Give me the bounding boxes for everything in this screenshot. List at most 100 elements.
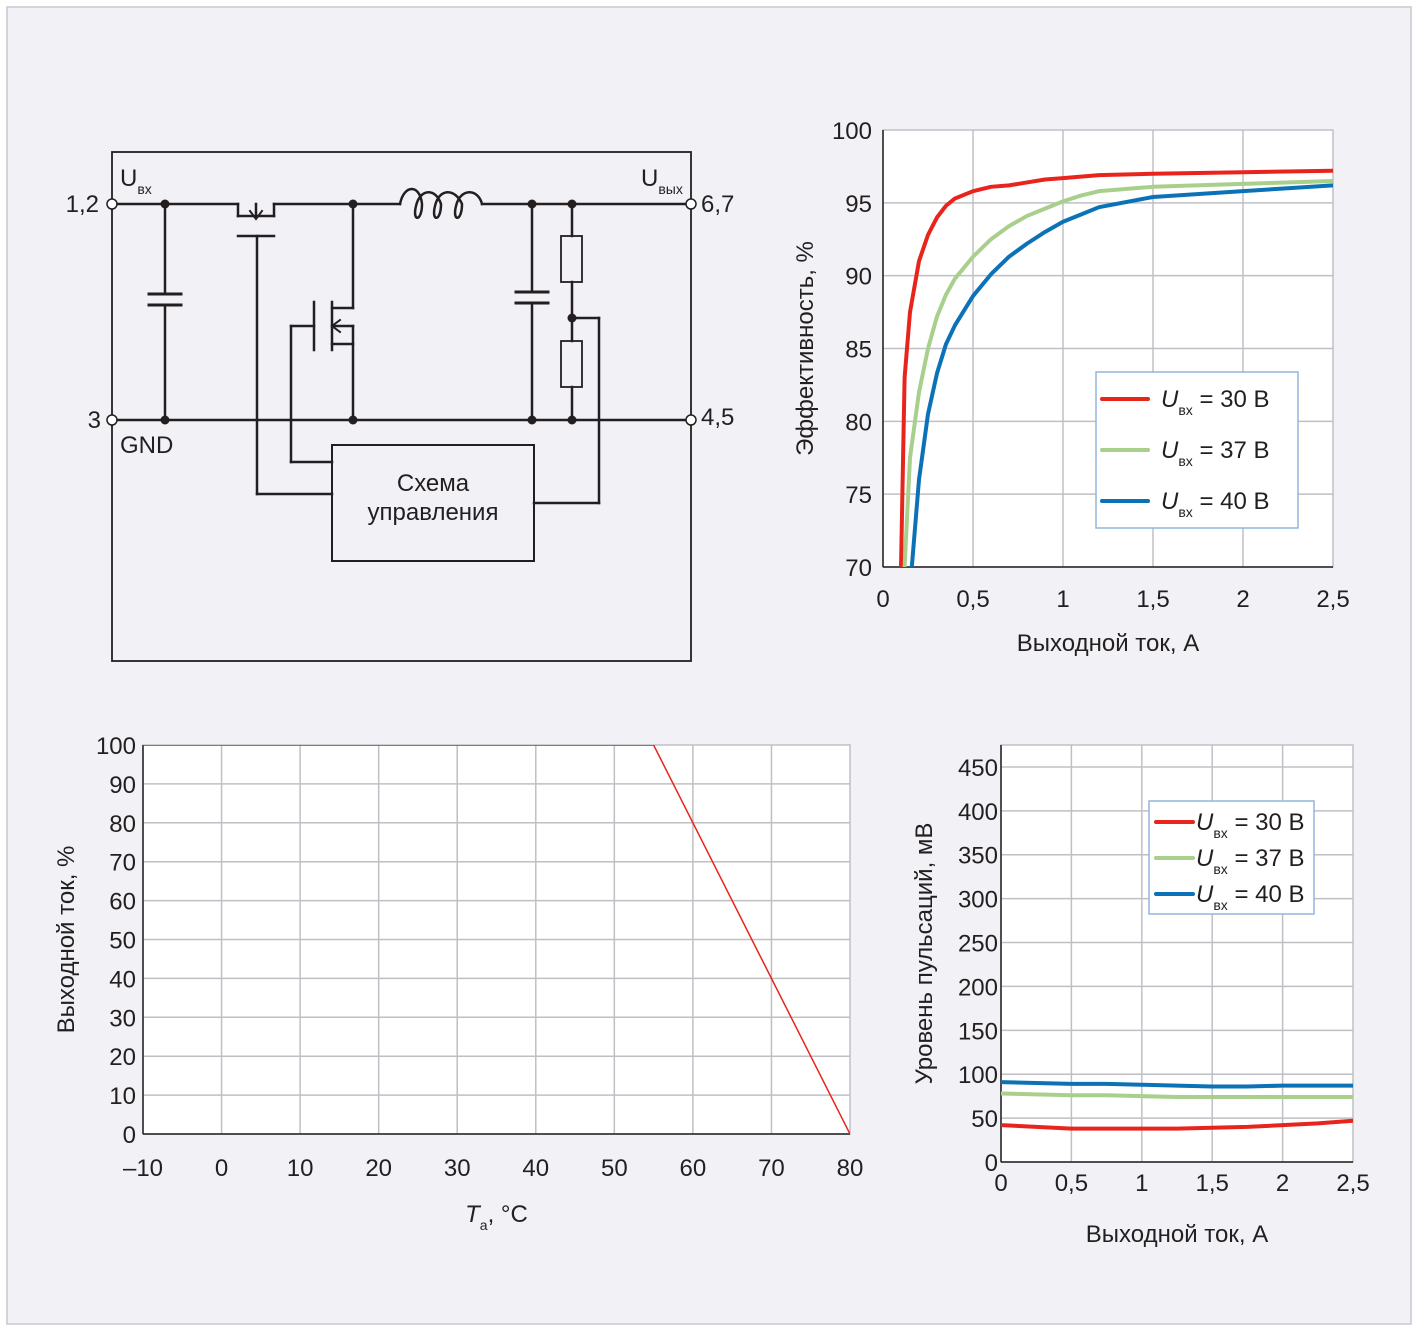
x-tick-label: 70	[758, 1155, 785, 1182]
legend-label-main: U	[1161, 488, 1179, 515]
series-line	[143, 745, 850, 1134]
module-outline	[111, 151, 692, 662]
x-axis-label: Ta, °C	[465, 1201, 528, 1233]
y-tick-label: 300	[958, 887, 998, 914]
y-tick-label: 200	[958, 974, 998, 1001]
y-tick-label: 20	[109, 1044, 136, 1071]
schematic-labels: 1,2 3 6,7 4,5 Uвх Uвых GND Схема управле…	[66, 165, 735, 526]
junction-dot	[527, 415, 537, 425]
x-tick-label: –10	[123, 1155, 163, 1182]
legend-label: Uвх = 40 В	[1161, 488, 1270, 520]
low-side-mosfet-arrow	[330, 318, 342, 334]
junction-dot	[160, 199, 170, 209]
x-tick-label: 10	[287, 1155, 314, 1182]
legend-label: Uвх = 30 В	[1196, 809, 1305, 841]
control-block-label-line1: Схема	[397, 470, 470, 497]
pin-vout-terminal	[685, 198, 697, 210]
vout-label-main: U	[641, 165, 658, 192]
x-tick-label: 80	[837, 1155, 864, 1182]
legend-label-rest: = 40 В	[1228, 881, 1305, 908]
legend-label-sub: вх	[1178, 504, 1192, 520]
pin-gnd-out-terminal	[685, 414, 697, 426]
x-axis-label: Выходной ток, А	[1017, 630, 1199, 657]
control-block	[331, 444, 535, 562]
y-tick-label: 450	[958, 755, 998, 782]
y-tick-label: 350	[958, 843, 998, 870]
y-tick-label: 50	[109, 928, 136, 955]
legend-label-sub: вх	[1213, 861, 1227, 877]
x-tick-label: 0	[994, 1170, 1007, 1197]
series-line	[902, 178, 1333, 567]
y-tick-label: 100	[96, 733, 136, 760]
legend-label-main: U	[1161, 437, 1179, 464]
y-tick-label: 90	[109, 772, 136, 799]
x-tick-label: 1,5	[1136, 586, 1169, 613]
y-tick-label: 80	[109, 811, 136, 838]
y-tick-label: 70	[109, 850, 136, 877]
legend-label-main: U	[1196, 881, 1214, 908]
pin-vin-terminal	[106, 198, 118, 210]
junction-dot	[348, 415, 358, 425]
x-axis-label-sub: a	[480, 1217, 488, 1233]
terminal-pins	[106, 198, 697, 426]
legend-label-rest: = 30 В	[1193, 386, 1270, 413]
x-tick-label: 2,5	[1316, 586, 1349, 613]
legend-label-sub: вх	[1213, 897, 1227, 913]
y-tick-label: 80	[845, 409, 872, 436]
vin-label-main: U	[120, 165, 137, 192]
junction-dot	[567, 415, 577, 425]
x-tick-label: 2	[1236, 586, 1249, 613]
x-tick-label: 1,5	[1196, 1170, 1229, 1197]
series-line	[1001, 1091, 1353, 1100]
y-tick-label: 0	[985, 1150, 998, 1177]
pin-gnd-label: 3	[88, 407, 101, 434]
junction-dot	[567, 313, 577, 323]
junction-dots	[160, 199, 577, 425]
junction-dot	[348, 199, 358, 209]
x-tick-label: 1	[1056, 586, 1069, 613]
legend-label-sub: вх	[1213, 825, 1227, 841]
junction-dot	[567, 199, 577, 209]
y-tick-label: 60	[109, 889, 136, 916]
x-tick-label: 40	[522, 1155, 549, 1182]
junction-dot	[527, 199, 537, 209]
pin-vin-label: 1,2	[66, 191, 99, 218]
x-tick-label: 2,5	[1336, 1170, 1369, 1197]
x-tick-label: 0	[215, 1155, 228, 1182]
x-axis-label-main: T	[465, 1201, 482, 1228]
legend-label-main: U	[1161, 386, 1179, 413]
y-axis-label: Выходной ток, %	[53, 846, 80, 1034]
y-tick-label: 95	[845, 191, 872, 218]
legend-label: Uвх = 30 В	[1161, 386, 1270, 418]
legend-label-rest: = 40 В	[1193, 488, 1270, 515]
x-tick-label: 30	[444, 1155, 471, 1182]
y-tick-label: 100	[958, 1062, 998, 1089]
series-line	[1001, 1080, 1353, 1089]
y-tick-label: 10	[109, 1083, 136, 1110]
vin-label: Uвх	[120, 165, 152, 197]
vout-label-sub: вых	[658, 181, 683, 197]
x-axis-label: Выходной ток, А	[1086, 1221, 1268, 1248]
y-tick-label: 85	[845, 337, 872, 364]
series-line	[899, 168, 1333, 567]
legend-label-sub: вх	[1178, 453, 1192, 469]
y-tick-label: 100	[832, 118, 872, 145]
vin-label-sub: вх	[137, 181, 151, 197]
legend-label: Uвх = 37 В	[1196, 845, 1305, 877]
gnd-label: GND	[120, 432, 173, 459]
legend-label: Uвх = 37 В	[1161, 437, 1270, 469]
x-tick-label: 20	[365, 1155, 392, 1182]
y-tick-label: 70	[845, 555, 872, 582]
y-tick-label: 150	[958, 1018, 998, 1045]
pin-gnd-terminal	[106, 414, 118, 426]
vout-label: Uвых	[641, 165, 683, 197]
y-tick-label: 90	[845, 264, 872, 291]
x-tick-label: 0	[876, 586, 889, 613]
x-tick-label: 50	[601, 1155, 628, 1182]
series-line	[1001, 1118, 1353, 1131]
series-line	[909, 183, 1333, 567]
high-side-mosfet-arrow	[248, 209, 264, 221]
y-tick-label: 250	[958, 931, 998, 958]
